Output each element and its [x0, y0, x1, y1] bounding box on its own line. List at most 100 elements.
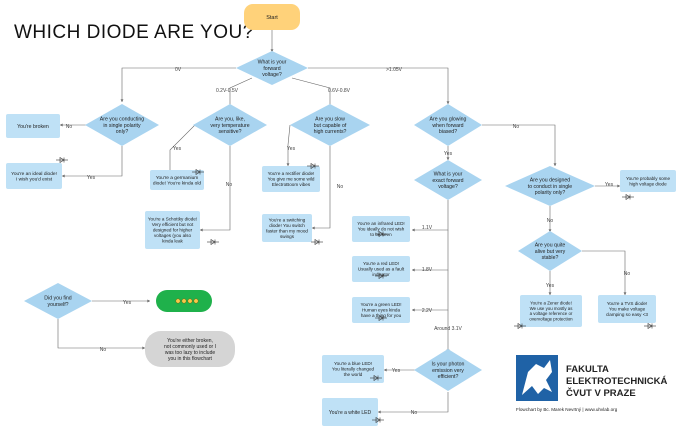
connector — [62, 146, 123, 177]
edge-label: Yes — [173, 146, 182, 152]
result-box — [352, 256, 410, 282]
diode-icon — [307, 162, 319, 170]
arrow-head — [142, 346, 145, 350]
edge-label: No — [226, 182, 233, 188]
edge-label: 2.2V — [422, 308, 433, 314]
result-text-line: You're a blue LED! — [334, 361, 372, 366]
result-text-line: was too lazy to include — [165, 350, 216, 356]
decision-shape — [193, 104, 267, 146]
decision-text-line: voltage? — [438, 184, 458, 190]
decision-text-line: very temperature — [210, 123, 249, 129]
edge-label: 1.1V — [422, 225, 433, 231]
connector — [412, 230, 449, 271]
result-box — [145, 211, 200, 249]
decision-text-line: efficient? — [438, 374, 459, 380]
result-box — [322, 398, 378, 426]
connector — [412, 270, 449, 311]
result-text-line: You're a switching — [269, 217, 306, 222]
decision-text-line: What is your — [434, 172, 463, 178]
arrow-head — [120, 99, 124, 102]
result-r_infrared: You're an infrared LED!You ideally do no… — [352, 216, 410, 242]
star-emoji-icon — [193, 298, 199, 304]
edge-label: Yes — [123, 300, 132, 306]
decision-shape — [24, 283, 92, 319]
result-text-line: We use you mostly as — [530, 306, 574, 311]
result-box — [262, 214, 312, 242]
edge-label: Yes — [287, 146, 296, 152]
result-r_blue: You're a blue LED!You literally changedt… — [322, 355, 384, 383]
result-r_ideal: You're an ideal diode!I wish you'd exist — [6, 163, 62, 189]
diode-icon — [375, 230, 387, 238]
result-text-line: faster than my mood — [266, 228, 308, 233]
faculty-line-2: ELEKTROTECHNICKÁ — [566, 376, 667, 387]
result-r_tvs: You're a TVS diode!You make voltageclamp… — [598, 295, 656, 323]
decision-text-line: Is your photon — [432, 362, 465, 368]
decision-text-line: to conduct in single — [528, 184, 573, 190]
connector — [229, 77, 253, 108]
start-text-line: Start — [266, 15, 278, 21]
decision-text-line: high currents? — [314, 129, 347, 135]
decision-text-line: Are you, like, — [215, 117, 245, 123]
result-text-line: designed for higher — [153, 228, 193, 233]
edge-label: No — [547, 218, 554, 224]
result-text-line: to be seen — [370, 232, 392, 237]
result-box — [620, 170, 676, 192]
result-text-line: You're a Zener diode! — [530, 301, 572, 306]
result-text-line: Very efficient but not — [152, 222, 194, 227]
diode-icon — [56, 156, 68, 164]
result-text-line: You're a green LED! — [360, 302, 401, 307]
arrow-head — [62, 174, 65, 178]
result-text-line: ElectroBoom vibes — [272, 182, 311, 187]
result-r_broken: You're broken — [6, 114, 60, 138]
result-text-line: the world — [344, 372, 363, 377]
decision-text-line: polarity only? — [535, 190, 566, 196]
decision-shape — [505, 166, 595, 206]
result-box — [352, 216, 410, 242]
decision-text-line: What is your — [258, 60, 287, 66]
edge-label: No — [513, 124, 520, 130]
result-text-line: diode! You're kinda old — [153, 181, 201, 187]
result-box — [598, 295, 656, 323]
result-text-line: I wish you'd exist — [16, 177, 53, 183]
decision-shape — [414, 160, 482, 200]
result-text-line: You ideally do not wish — [358, 227, 405, 232]
arrow-head — [200, 228, 203, 232]
arrow-head — [60, 123, 63, 127]
result-box — [6, 163, 62, 189]
edge-label: No — [66, 124, 73, 130]
decision-text-line: exact forward — [432, 178, 463, 184]
connector — [312, 146, 331, 229]
result-text-line: You make voltage — [609, 307, 646, 312]
lion-icon — [522, 360, 552, 395]
diode-icon — [370, 374, 382, 382]
connector — [378, 392, 449, 413]
arrow-head — [286, 163, 290, 166]
result-text-line: You literally changed — [332, 367, 375, 372]
decision-text-line: forward — [263, 66, 280, 72]
result-r_schottky: You're a Schottky diode!Very efficient b… — [145, 211, 200, 249]
connector — [291, 77, 331, 108]
result-text-line: You're a TVS diode! — [607, 301, 647, 306]
decision-text-line: when forward — [432, 123, 463, 129]
arrow-head — [617, 184, 620, 188]
decision-text-line: sensitive? — [218, 129, 241, 135]
page-title: WHICH DIODE ARE YOU? — [14, 22, 254, 43]
success-node — [156, 290, 212, 312]
result-text-line: clamping so easy <3 — [606, 312, 648, 317]
result-r_green: You're a green LED!Human eyes kindahave … — [352, 297, 410, 323]
result-r_red: You're a red LED!Usually used as a fault… — [352, 256, 410, 282]
connector — [287, 124, 291, 166]
start-node: Start — [244, 4, 300, 30]
decision-text-line: Are you glowing — [430, 117, 467, 123]
arrow-head — [378, 410, 381, 414]
